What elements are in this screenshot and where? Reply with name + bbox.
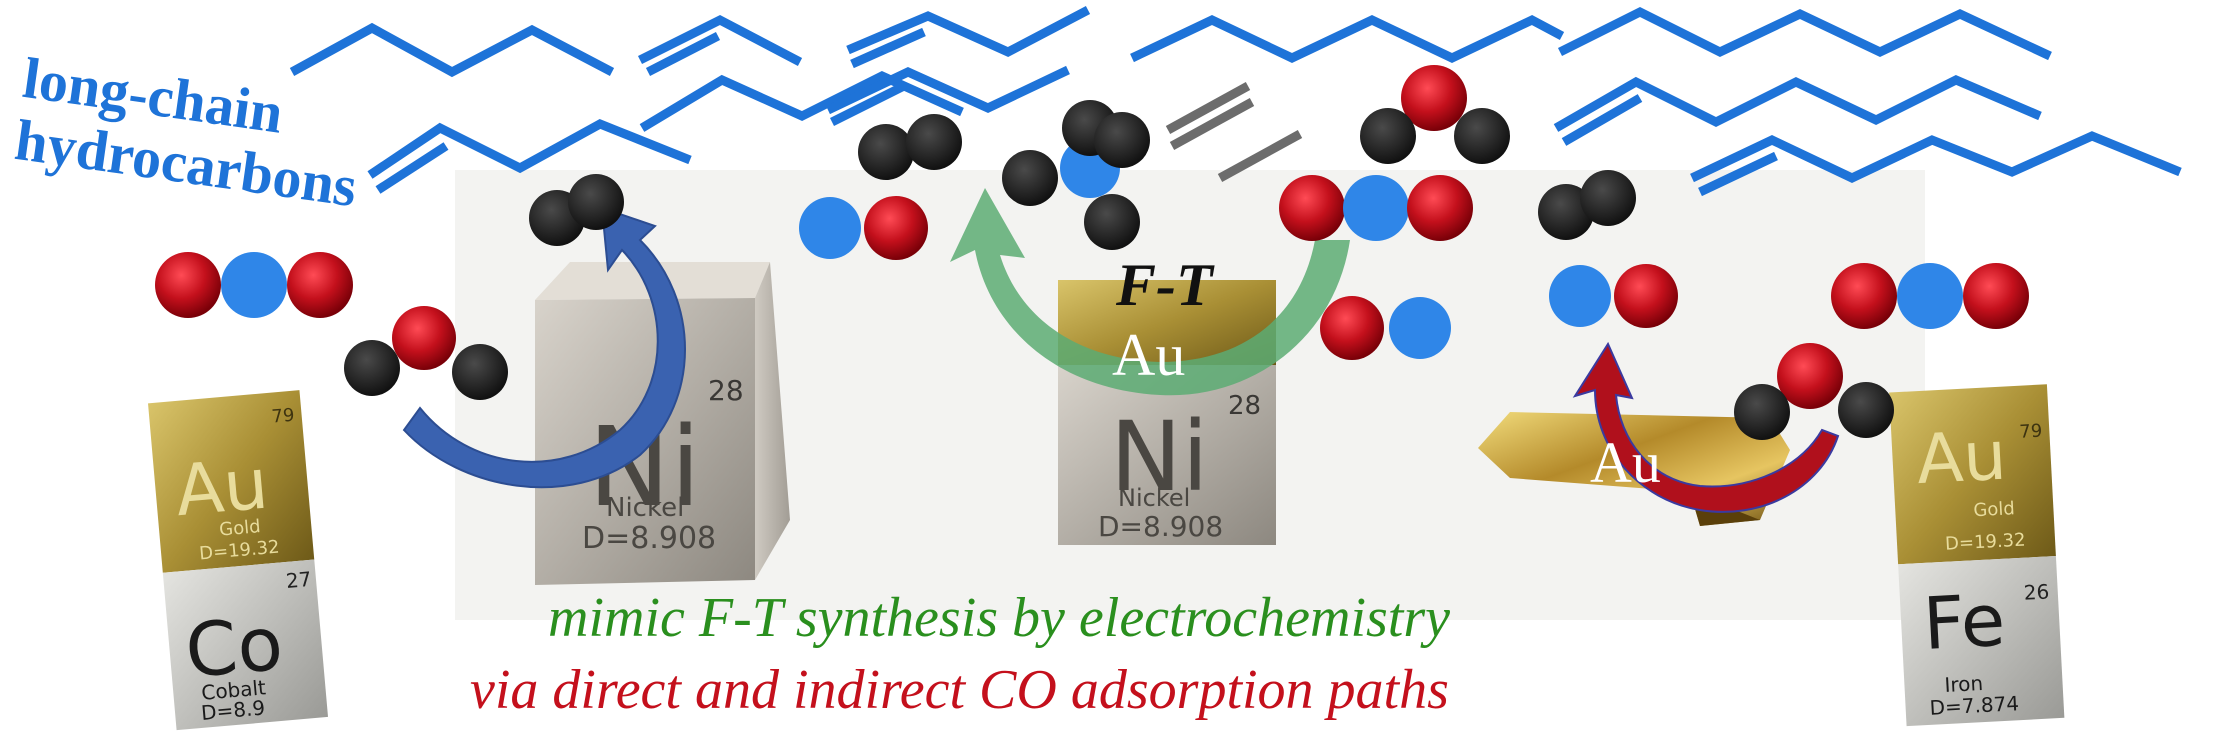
chain-3 [846,6,1091,58]
chain-7 [639,71,964,132]
green-curved-arrow [950,188,1350,396]
chain-10-double [1698,151,1778,197]
co-molecule-centre [799,196,928,260]
au-label-foil: Au [1590,430,1661,495]
tile-fe-name: Iron [1944,671,1984,697]
h2-molecule-top [858,114,962,180]
chain-9 [1553,75,2042,132]
cube-left-density: D=8.908 [582,521,716,556]
caption-line-1: mimic F-T synthesis by electrochemistry [548,587,1451,649]
ethylene-double-line [1165,82,1303,182]
chain-6-double [375,142,449,194]
cube-middle-symbol: Ni [1110,401,1208,513]
tile-au-right-name: Gold [1973,498,2015,521]
tile-co-number: 27 [285,567,312,593]
chain-8-double [829,81,907,127]
methyl-group [1002,100,1150,250]
co-molecule-far-right [1549,264,1678,328]
cube-left-name: Nickel [606,493,684,523]
formyl-molecule-right [1734,343,1894,440]
chain-6 [367,119,692,179]
chain-9-double [1561,94,1643,146]
red-curved-arrow [1572,341,1840,513]
co-molecule-right [1320,296,1451,360]
caption-line-2: via direct and indirect CO adsorption pa… [470,659,1449,721]
tile-au-right-number: 79 [2019,421,2043,443]
carbonyl-cluster [1360,65,1510,164]
chain-3-double [850,27,926,69]
chain-5 [1557,6,2052,61]
molecules [155,65,2029,440]
blue-curved-arrow [402,206,686,489]
cube-middle-density: D=8.908 [1098,510,1223,543]
chain-2-double [645,31,721,77]
co2-molecule-left [155,252,353,318]
chain-4 [1130,14,1565,63]
cube-middle-number: 28 [1228,391,1261,421]
cube-left-number: 28 [708,374,744,407]
h2-molecule-right [1538,170,1636,240]
gold-cobalt-tile: 79 Au Gold D=19.32 27 Co Cobalt D=8.9 [148,390,329,731]
tile-au-left-number: 79 [271,405,296,428]
tile-fe-symbol: Fe [1921,578,2007,666]
co2-molecule-right [1831,263,2029,329]
au-label-centre: Au [1112,322,1185,388]
tile-co-density: D=8.9 [200,695,266,724]
co2-molecule-centre [1279,175,1473,241]
nickel-cube-gold-coated: 28 Ni Nickel D=8.908 [1058,280,1276,545]
tile-co-symbol: Co [182,601,286,695]
tile-au-right-symbol: Au [1915,417,2009,501]
chain-1 [289,22,615,78]
formyl-molecule-left [344,306,508,400]
h2-molecule-left [529,174,624,246]
chain-10 [1690,131,2182,183]
tile-au-right-density: D=19.32 [1945,530,2026,555]
ft-label: F-T [1115,252,1215,318]
chain-2 [637,14,803,66]
tile-au-left-name: Gold [218,516,261,541]
tile-au-left-symbol: Au [172,442,271,532]
gold-iron-tile: 79 Au Gold D=19.32 26 Fe Iron D=7.874 [1889,384,2065,727]
tile-fe-number: 26 [2023,579,2050,604]
tile-fe-density: D=7.874 [1929,691,2020,720]
hydrocarbon-chains [289,6,2182,197]
chain-8 [826,65,1070,115]
tile-co-name: Cobalt [200,675,267,705]
cube-middle-name: Nickel [1118,484,1190,512]
